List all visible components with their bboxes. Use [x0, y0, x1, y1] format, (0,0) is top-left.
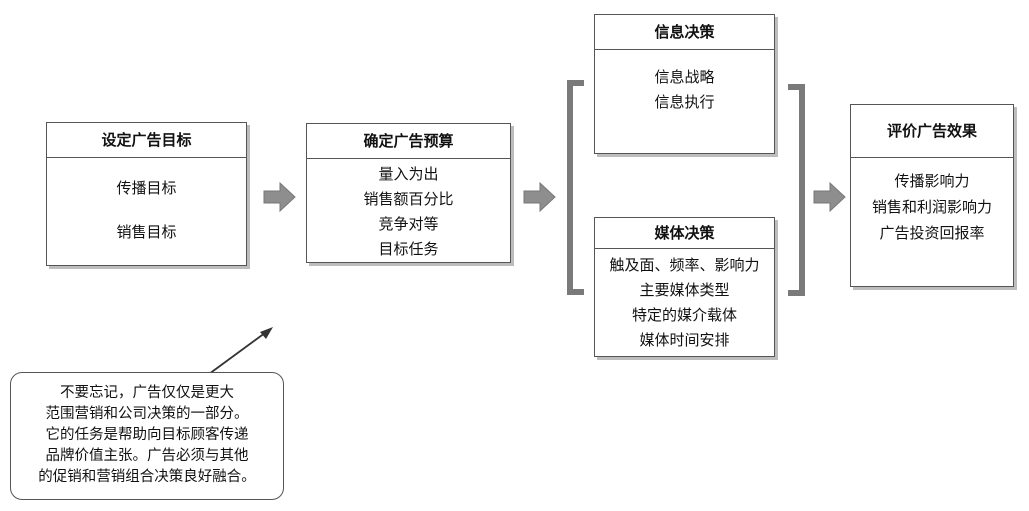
budget-item: 目标任务 — [378, 240, 439, 258]
media-item: 媒体时间安排 — [639, 331, 730, 349]
evaluation-box: 评价广告效果 传播影响力 销售和利润影响力 广告投资回报率 — [850, 104, 1014, 287]
media-item: 特定的媒介载体 — [631, 306, 737, 324]
media-body: 触及面、频率、影响力 主要媒体类型 特定的媒介载体 媒体时间安排 — [595, 249, 774, 353]
objectives-item: 销售目标 — [116, 223, 177, 241]
media-title: 媒体决策 — [595, 218, 774, 249]
media-box: 媒体决策 触及面、频率、影响力 主要媒体类型 特定的媒介载体 媒体时间安排 — [594, 217, 775, 357]
note-line: 它的任务是帮助向目标顾客传递 — [45, 427, 249, 443]
budget-item: 量入为出 — [378, 165, 439, 183]
objectives-item: 传播目标 — [116, 179, 177, 197]
note-line: 品牌价值主张。广告必须与其他 — [45, 448, 249, 464]
flow-arrow-icon — [813, 181, 846, 213]
flow-arrow-icon — [263, 181, 296, 213]
budget-title: 确定广告预算 — [307, 124, 510, 159]
pointer-arrow-icon — [208, 327, 273, 375]
budget-item: 销售额百分比 — [363, 190, 454, 208]
message-box: 信息决策 信息战略 信息执行 — [594, 14, 775, 154]
flow-arrow-icon — [523, 181, 556, 213]
message-title: 信息决策 — [595, 15, 774, 50]
objectives-box: 设定广告目标 传播目标 销售目标 — [46, 122, 247, 266]
reminder-note: 不要忘记，广告仅仅是更大 范围营销和公司决策的一部分。 它的任务是帮助向目标顾客… — [10, 372, 284, 500]
evaluation-item: 广告投资回报率 — [879, 224, 985, 242]
evaluation-title: 评价广告效果 — [851, 105, 1013, 158]
budget-box: 确定广告预算 量入为出 销售额百分比 竞争对等 目标任务 — [306, 123, 511, 263]
note-line: 范围营销和公司决策的一部分。 — [45, 406, 249, 422]
objectives-body: 传播目标 销售目标 — [47, 158, 246, 254]
note-line: 不要忘记，广告仅仅是更大 — [60, 385, 234, 401]
budget-body: 量入为出 销售额百分比 竞争对等 目标任务 — [307, 159, 510, 262]
objectives-title: 设定广告目标 — [47, 123, 246, 158]
evaluation-item: 销售和利润影响力 — [871, 198, 992, 216]
left-bracket-icon — [567, 80, 584, 295]
media-item: 主要媒体类型 — [639, 281, 730, 299]
message-body: 信息战略 信息执行 — [595, 50, 774, 115]
evaluation-item: 传播影响力 — [894, 172, 970, 190]
right-bracket-icon — [788, 84, 805, 296]
media-item: 触及面、频率、影响力 — [609, 256, 760, 274]
evaluation-body: 传播影响力 销售和利润影响力 广告投资回报率 — [851, 158, 1013, 246]
message-item: 信息执行 — [654, 93, 715, 111]
message-item: 信息战略 — [654, 68, 715, 86]
note-line: 的促销和营销组合决策良好融合。 — [38, 469, 256, 485]
budget-item: 竞争对等 — [378, 215, 439, 233]
